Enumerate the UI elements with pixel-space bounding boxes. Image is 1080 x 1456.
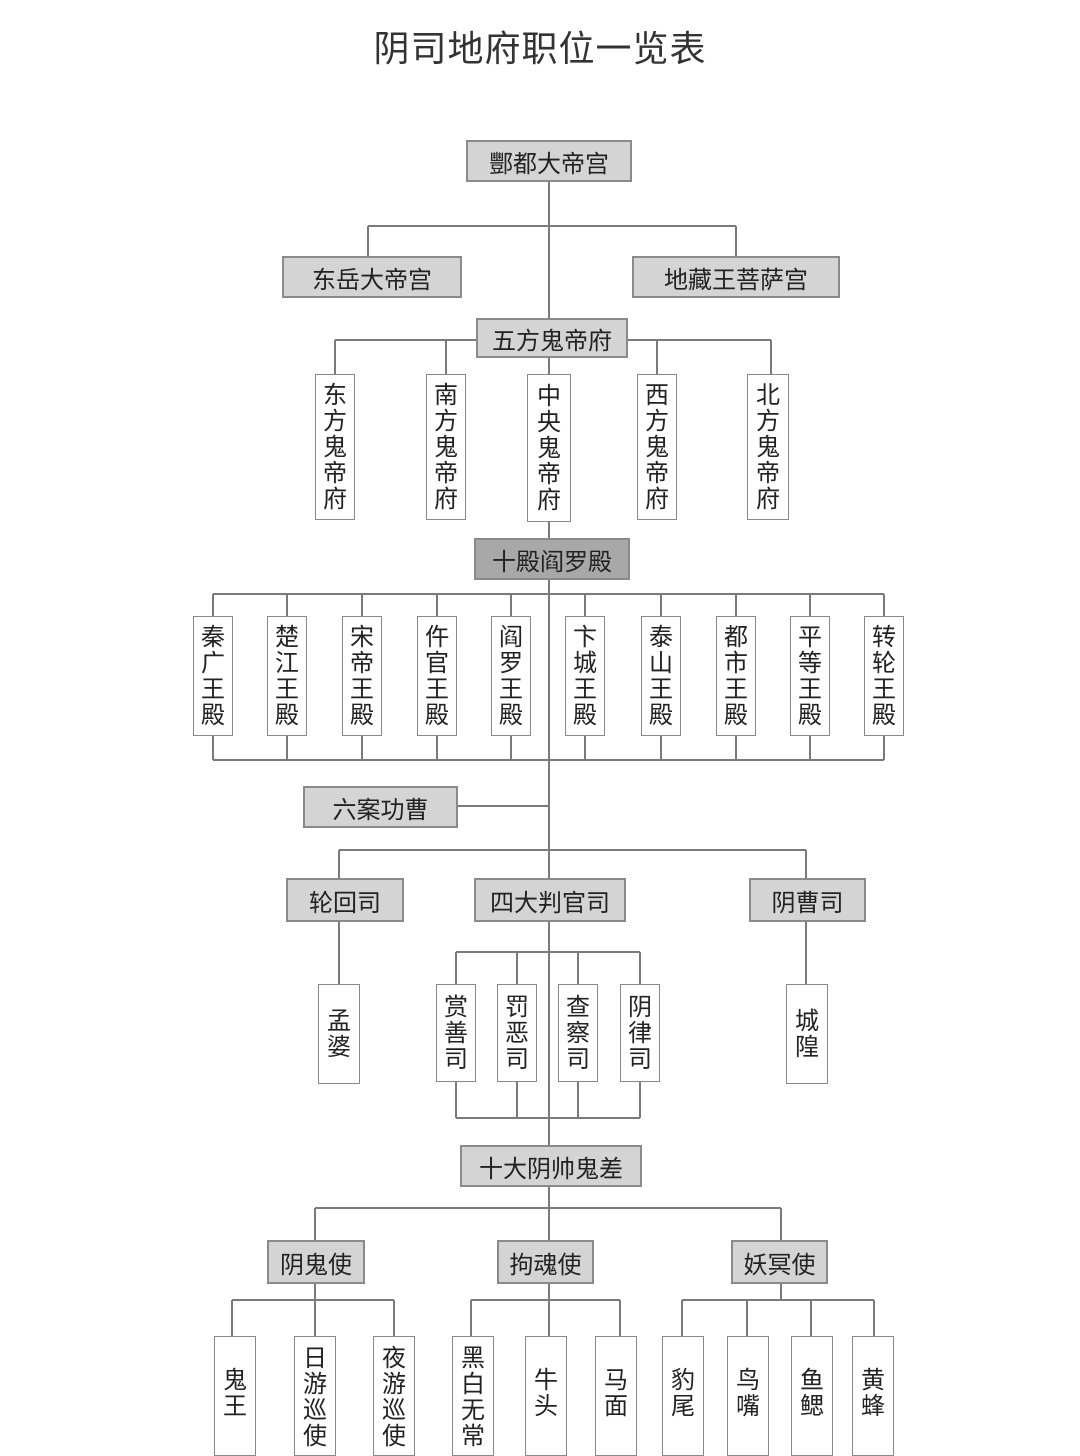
node-shidian-child: 卞城王殿 bbox=[565, 616, 605, 736]
node-label: 鱼鳃 bbox=[800, 1366, 824, 1420]
node-chenghuang: 城隍 bbox=[786, 984, 828, 1084]
node-label: 查察司 bbox=[566, 993, 590, 1073]
node-yingui-child: 夜游巡使 bbox=[373, 1336, 415, 1456]
node-gouhun: 拘魂使 bbox=[497, 1240, 594, 1284]
node-shidian-child: 秦广王殿 bbox=[193, 616, 233, 736]
node-fengdu: 酆都大帝宫 bbox=[466, 140, 632, 182]
node-yaoming-child: 豹尾 bbox=[662, 1336, 704, 1456]
node-shida: 十大阴帅鬼差 bbox=[460, 1145, 642, 1187]
node-yaoming-child: 鸟嘴 bbox=[727, 1336, 769, 1456]
node-label: 转轮王殿 bbox=[872, 623, 896, 729]
node-label: 泰山王殿 bbox=[649, 623, 673, 729]
node-shidian-child: 仵官王殿 bbox=[417, 616, 457, 736]
node-shidian-child: 宋帝王殿 bbox=[342, 616, 382, 736]
node-liuan: 六案功曹 bbox=[303, 786, 458, 828]
node-label: 西方鬼帝府 bbox=[645, 381, 669, 513]
node-sida-child: 查察司 bbox=[558, 984, 598, 1082]
node-yaoming-child: 黄蜂 bbox=[852, 1336, 894, 1456]
node-label: 罚恶司 bbox=[505, 993, 529, 1073]
node-label: 中央鬼帝府 bbox=[537, 382, 561, 514]
node-label: 黄蜂 bbox=[861, 1366, 885, 1420]
node-label: 日游巡使 bbox=[303, 1344, 327, 1450]
node-sida: 四大判官司 bbox=[474, 878, 626, 922]
node-label: 赏善司 bbox=[444, 993, 468, 1073]
node-sida-child: 赏善司 bbox=[436, 984, 476, 1082]
node-sida-child: 罚恶司 bbox=[497, 984, 537, 1082]
node-label: 城隍 bbox=[795, 1007, 819, 1061]
node-yingui-child: 鬼王 bbox=[214, 1336, 256, 1456]
node-wufang-child: 南方鬼帝府 bbox=[426, 374, 466, 520]
node-label: 黑白无常 bbox=[461, 1344, 485, 1450]
node-label: 平等王殿 bbox=[798, 623, 822, 729]
node-label: 阎罗王殿 bbox=[499, 623, 523, 729]
node-label: 北方鬼帝府 bbox=[756, 381, 780, 513]
node-mengpo: 孟婆 bbox=[318, 984, 360, 1084]
node-yaoming-child: 鱼鳃 bbox=[791, 1336, 833, 1456]
node-label: 夜游巡使 bbox=[382, 1344, 406, 1450]
node-wufang: 五方鬼帝府 bbox=[476, 318, 628, 358]
node-gouhun-child: 黑白无常 bbox=[452, 1336, 494, 1456]
node-shidian-child: 都市王殿 bbox=[716, 616, 756, 736]
node-lunhui: 轮回司 bbox=[286, 878, 404, 922]
node-shidian-child: 转轮王殿 bbox=[864, 616, 904, 736]
node-wufang-child: 北方鬼帝府 bbox=[747, 374, 789, 520]
node-yincao: 阴曹司 bbox=[749, 878, 866, 922]
node-shidian-child: 平等王殿 bbox=[790, 616, 830, 736]
node-yingui-child: 日游巡使 bbox=[294, 1336, 336, 1456]
node-label: 楚江王殿 bbox=[275, 623, 299, 729]
node-gouhun-child: 牛头 bbox=[525, 1336, 567, 1456]
node-shidian-child: 楚江王殿 bbox=[267, 616, 307, 736]
node-label: 豹尾 bbox=[671, 1366, 695, 1420]
node-sida-child: 阴律司 bbox=[620, 984, 660, 1082]
node-label: 鸟嘴 bbox=[736, 1366, 760, 1420]
page-title: 阴司地府职位一览表 bbox=[373, 29, 707, 70]
node-wufang-child: 西方鬼帝府 bbox=[637, 374, 677, 520]
node-label: 马面 bbox=[604, 1366, 628, 1420]
node-wufang-child: 东方鬼帝府 bbox=[315, 374, 355, 520]
node-label: 南方鬼帝府 bbox=[434, 381, 458, 513]
node-gouhun-child: 马面 bbox=[595, 1336, 637, 1456]
node-label: 孟婆 bbox=[327, 1007, 351, 1061]
node-label: 东方鬼帝府 bbox=[323, 381, 347, 513]
node-dongyue: 东岳大帝宫 bbox=[282, 256, 462, 298]
node-shidian-child: 泰山王殿 bbox=[641, 616, 681, 736]
node-label: 都市王殿 bbox=[724, 623, 748, 729]
node-label: 牛头 bbox=[534, 1366, 558, 1420]
node-dizang: 地藏王菩萨宫 bbox=[632, 256, 840, 298]
node-label: 卞城王殿 bbox=[573, 623, 597, 729]
node-shidian: 十殿阎罗殿 bbox=[474, 538, 630, 580]
node-label: 仵官王殿 bbox=[425, 623, 449, 729]
node-shidian-child: 阎罗王殿 bbox=[491, 616, 531, 736]
node-yingui: 阴鬼使 bbox=[267, 1240, 365, 1284]
node-label: 鬼王 bbox=[223, 1366, 247, 1420]
node-label: 宋帝王殿 bbox=[350, 623, 374, 729]
node-yaoming: 妖冥使 bbox=[731, 1240, 828, 1284]
node-label: 阴律司 bbox=[628, 993, 652, 1073]
node-wufang-child: 中央鬼帝府 bbox=[527, 374, 571, 522]
node-label: 秦广王殿 bbox=[201, 623, 225, 729]
